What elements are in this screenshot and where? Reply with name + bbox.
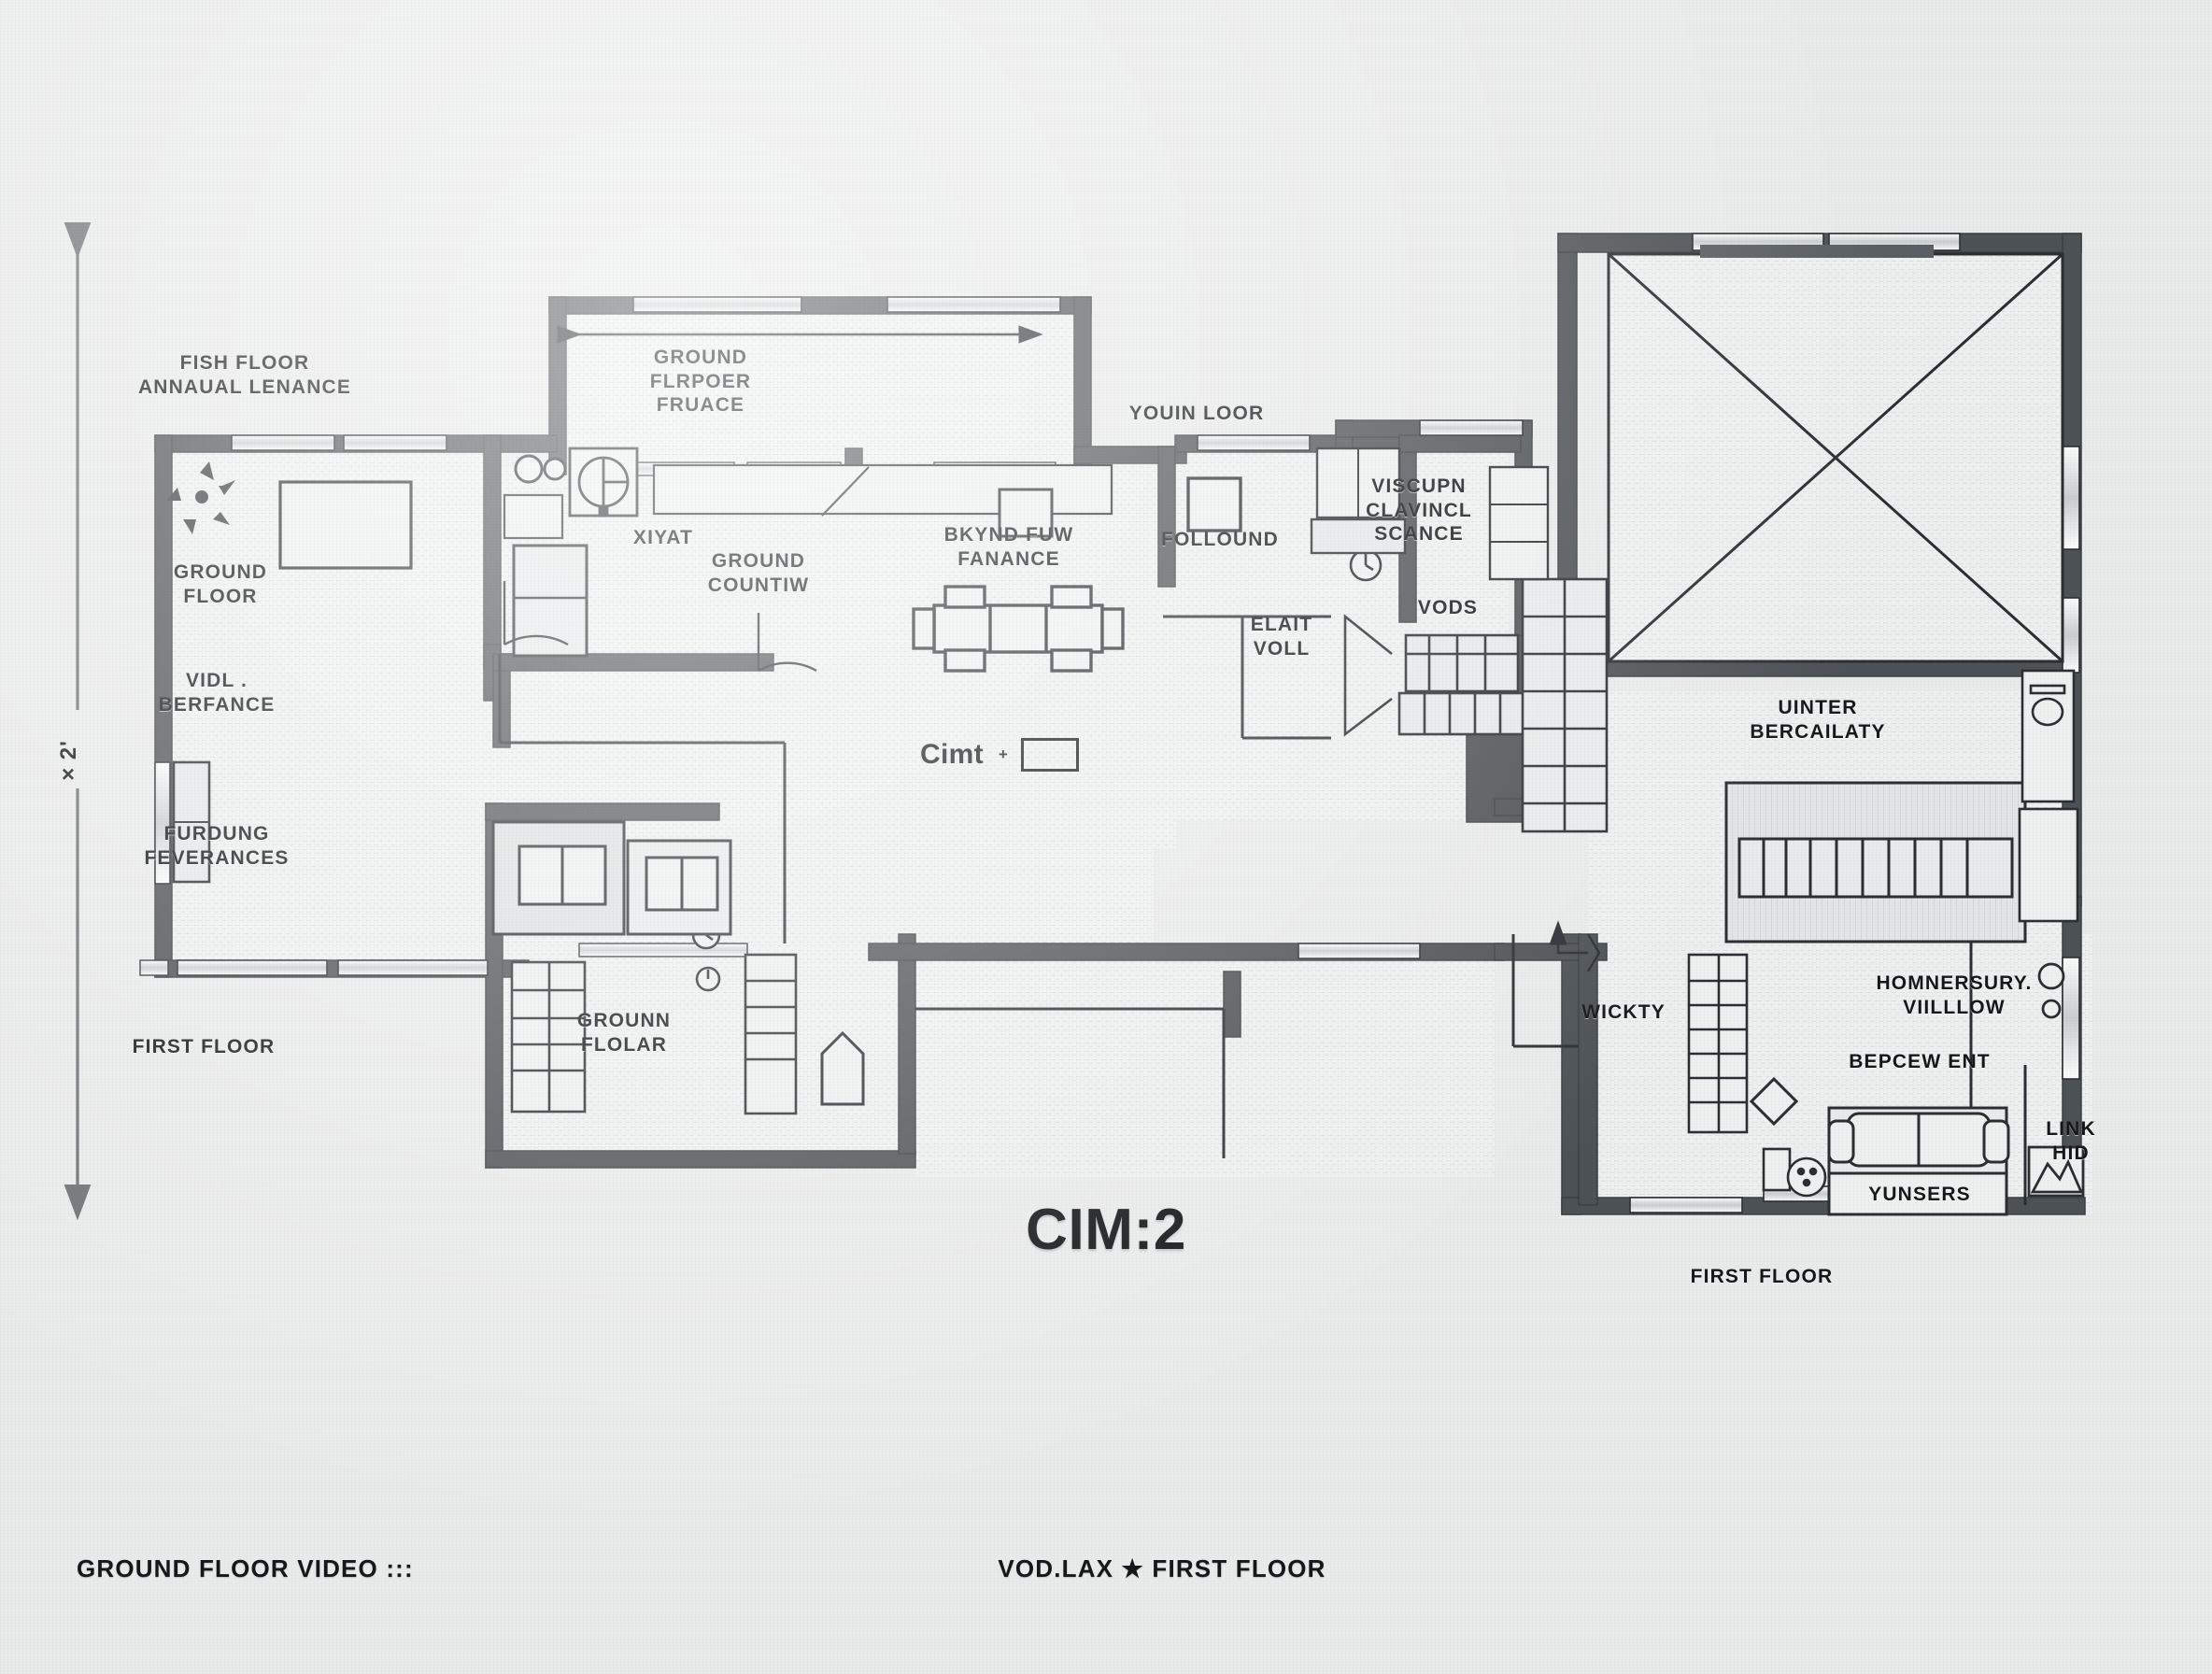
cimt-badge-superscript: +	[998, 745, 1009, 763]
dimension-label-vertical: × 2'	[55, 740, 81, 781]
thermostat-icon-3	[695, 966, 721, 992]
toilet-icon	[2021, 669, 2076, 803]
table-icon	[278, 480, 413, 570]
cimt-badge-box	[1021, 738, 1080, 772]
thermostat-icon-1	[1349, 548, 1382, 582]
hob-burner-icon	[568, 447, 639, 518]
stair-icon-wing	[1724, 781, 2027, 943]
footer-center-text: VOD.LAX ★ FIRST FLOOR	[998, 1554, 1326, 1582]
dimension-arrow-vertical	[54, 222, 103, 1221]
dot-icon-small	[2041, 999, 2062, 1019]
stair-icon-right	[1521, 577, 1609, 833]
page-title: CIM:2	[1026, 1198, 1186, 1262]
dot-icon-large	[2037, 962, 2065, 990]
sofa-icon	[1827, 1106, 2010, 1175]
cimt-badge: Cimt +	[920, 738, 1080, 772]
stair-icon-bottom-mid	[744, 953, 798, 1115]
cimt-badge-text: Cimt	[920, 739, 984, 770]
round-table-icon	[1786, 1156, 1827, 1198]
stair-icon-bottom-left	[510, 960, 587, 1114]
room-floor-fills	[159, 252, 2092, 1214]
stair-icon-bottom-right	[1687, 953, 1749, 1134]
fireplace-icon	[2027, 1145, 2085, 1198]
